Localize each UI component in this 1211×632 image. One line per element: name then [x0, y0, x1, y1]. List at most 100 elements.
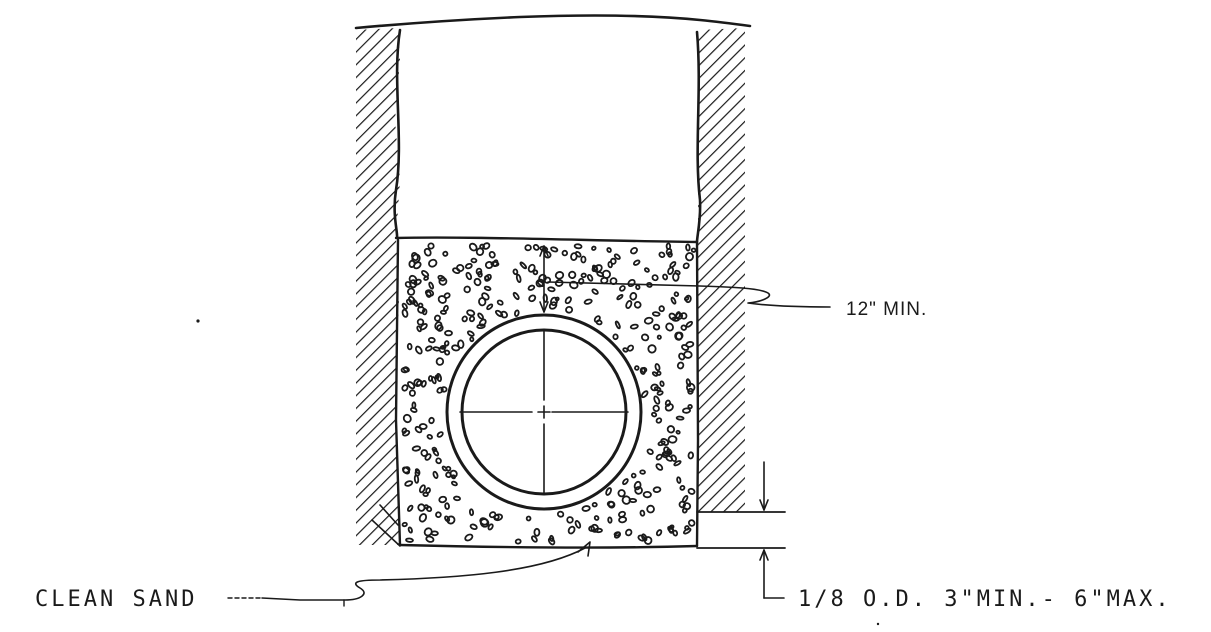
sand-grain — [673, 460, 682, 467]
sand-grain — [682, 502, 692, 511]
pipe-centerlines — [459, 330, 629, 494]
sand-grain — [653, 386, 662, 392]
sand-grain — [574, 520, 582, 529]
sand-grain — [430, 530, 439, 537]
sand-grain — [676, 361, 685, 370]
sand-grain — [405, 537, 414, 543]
sand-grain — [432, 470, 439, 479]
sand-grain — [630, 472, 637, 479]
sand-grain — [640, 333, 650, 342]
sand-grain — [565, 305, 574, 314]
sand-grain — [583, 298, 593, 305]
sand-grain — [591, 245, 597, 251]
sand-grain — [402, 413, 412, 424]
sand-grain — [629, 292, 638, 301]
sand-grain — [685, 252, 694, 262]
sand-grain — [658, 305, 665, 313]
sand-grain — [622, 478, 629, 486]
sand-grain — [478, 297, 487, 307]
sand-grain — [627, 278, 636, 288]
cover-dimension: 12" MIN. — [539, 245, 926, 320]
sand-grain — [487, 523, 494, 531]
sand-grain — [410, 407, 418, 413]
sand-grain — [681, 344, 690, 351]
sand-grain — [464, 262, 473, 270]
sand-grain — [640, 366, 648, 374]
sand-grain — [668, 525, 674, 534]
sand-grain — [593, 515, 600, 521]
sand-grain — [593, 264, 603, 273]
sand-grain — [640, 390, 649, 399]
sand-grain — [531, 535, 538, 543]
sand-grain — [586, 273, 594, 282]
sand-grain — [548, 301, 558, 310]
sand-grain — [464, 533, 474, 542]
sand-grain — [407, 287, 416, 296]
sand-grain — [452, 267, 461, 275]
sand-grain — [404, 281, 412, 288]
sand-grain — [438, 495, 448, 504]
sand-grain — [581, 505, 591, 512]
sand-grain — [466, 330, 475, 337]
sand-grain — [653, 395, 661, 405]
sand-grain — [532, 244, 540, 251]
sand-grain — [466, 309, 476, 317]
sand-grain — [543, 250, 552, 259]
sand-grain — [424, 289, 435, 297]
sand-grain — [469, 336, 475, 343]
sand-grain — [669, 261, 677, 269]
clean-sand-leader: CLEAN SAND — [35, 541, 591, 612]
sand-grain — [633, 300, 642, 309]
sand-grain — [651, 274, 659, 282]
sand-grain — [686, 382, 696, 393]
sand-grain — [406, 342, 413, 351]
sand-grain — [664, 399, 671, 407]
sand-grain — [561, 249, 568, 257]
sand-grain — [685, 320, 694, 328]
sand-grain — [401, 302, 408, 310]
sand-grain — [676, 476, 682, 484]
sand-grain — [616, 293, 624, 301]
sand-grain — [404, 480, 414, 487]
sand-grain — [613, 253, 621, 260]
sand-grain — [417, 306, 426, 314]
sand-grain — [678, 352, 686, 361]
sand-grain — [679, 485, 686, 491]
sand-grain — [655, 453, 663, 461]
sand-grain — [457, 339, 465, 349]
sand-grain — [433, 314, 442, 322]
clean-sand-backfill — [400, 242, 697, 546]
sand-grain — [672, 529, 679, 537]
sand-grain — [411, 253, 421, 264]
sand-grain — [682, 407, 691, 414]
sand-grain — [651, 311, 661, 317]
sand-grain — [443, 304, 449, 312]
sand-grain — [401, 384, 409, 392]
sand-grain — [436, 324, 444, 332]
sand-grain — [641, 533, 648, 542]
sand-grain — [514, 538, 522, 545]
sand-grain — [667, 251, 673, 258]
sand-grain — [622, 347, 629, 353]
sand-grain — [567, 525, 576, 535]
bedding-depth-label: 1/8 O.D. 3"MIN.- 6"MAX. — [798, 587, 1172, 612]
sand-grain — [643, 267, 650, 273]
sand-grain — [400, 366, 409, 374]
sand-grain — [659, 380, 665, 387]
sand-grain — [493, 513, 504, 522]
sand-grain — [427, 242, 435, 250]
sand-grain — [484, 273, 492, 282]
sand-grain — [512, 268, 519, 276]
sand-grain — [655, 529, 663, 537]
sand-grain — [469, 523, 478, 531]
sand-grain — [675, 429, 681, 435]
sand-grain — [444, 329, 453, 337]
sand-grain — [494, 309, 504, 318]
sand-grain — [665, 242, 672, 251]
sand-grain — [667, 435, 678, 444]
sand-grain — [406, 504, 414, 512]
sand-grain — [580, 255, 587, 264]
sand-grain — [401, 466, 411, 475]
sand-grain — [435, 357, 445, 366]
